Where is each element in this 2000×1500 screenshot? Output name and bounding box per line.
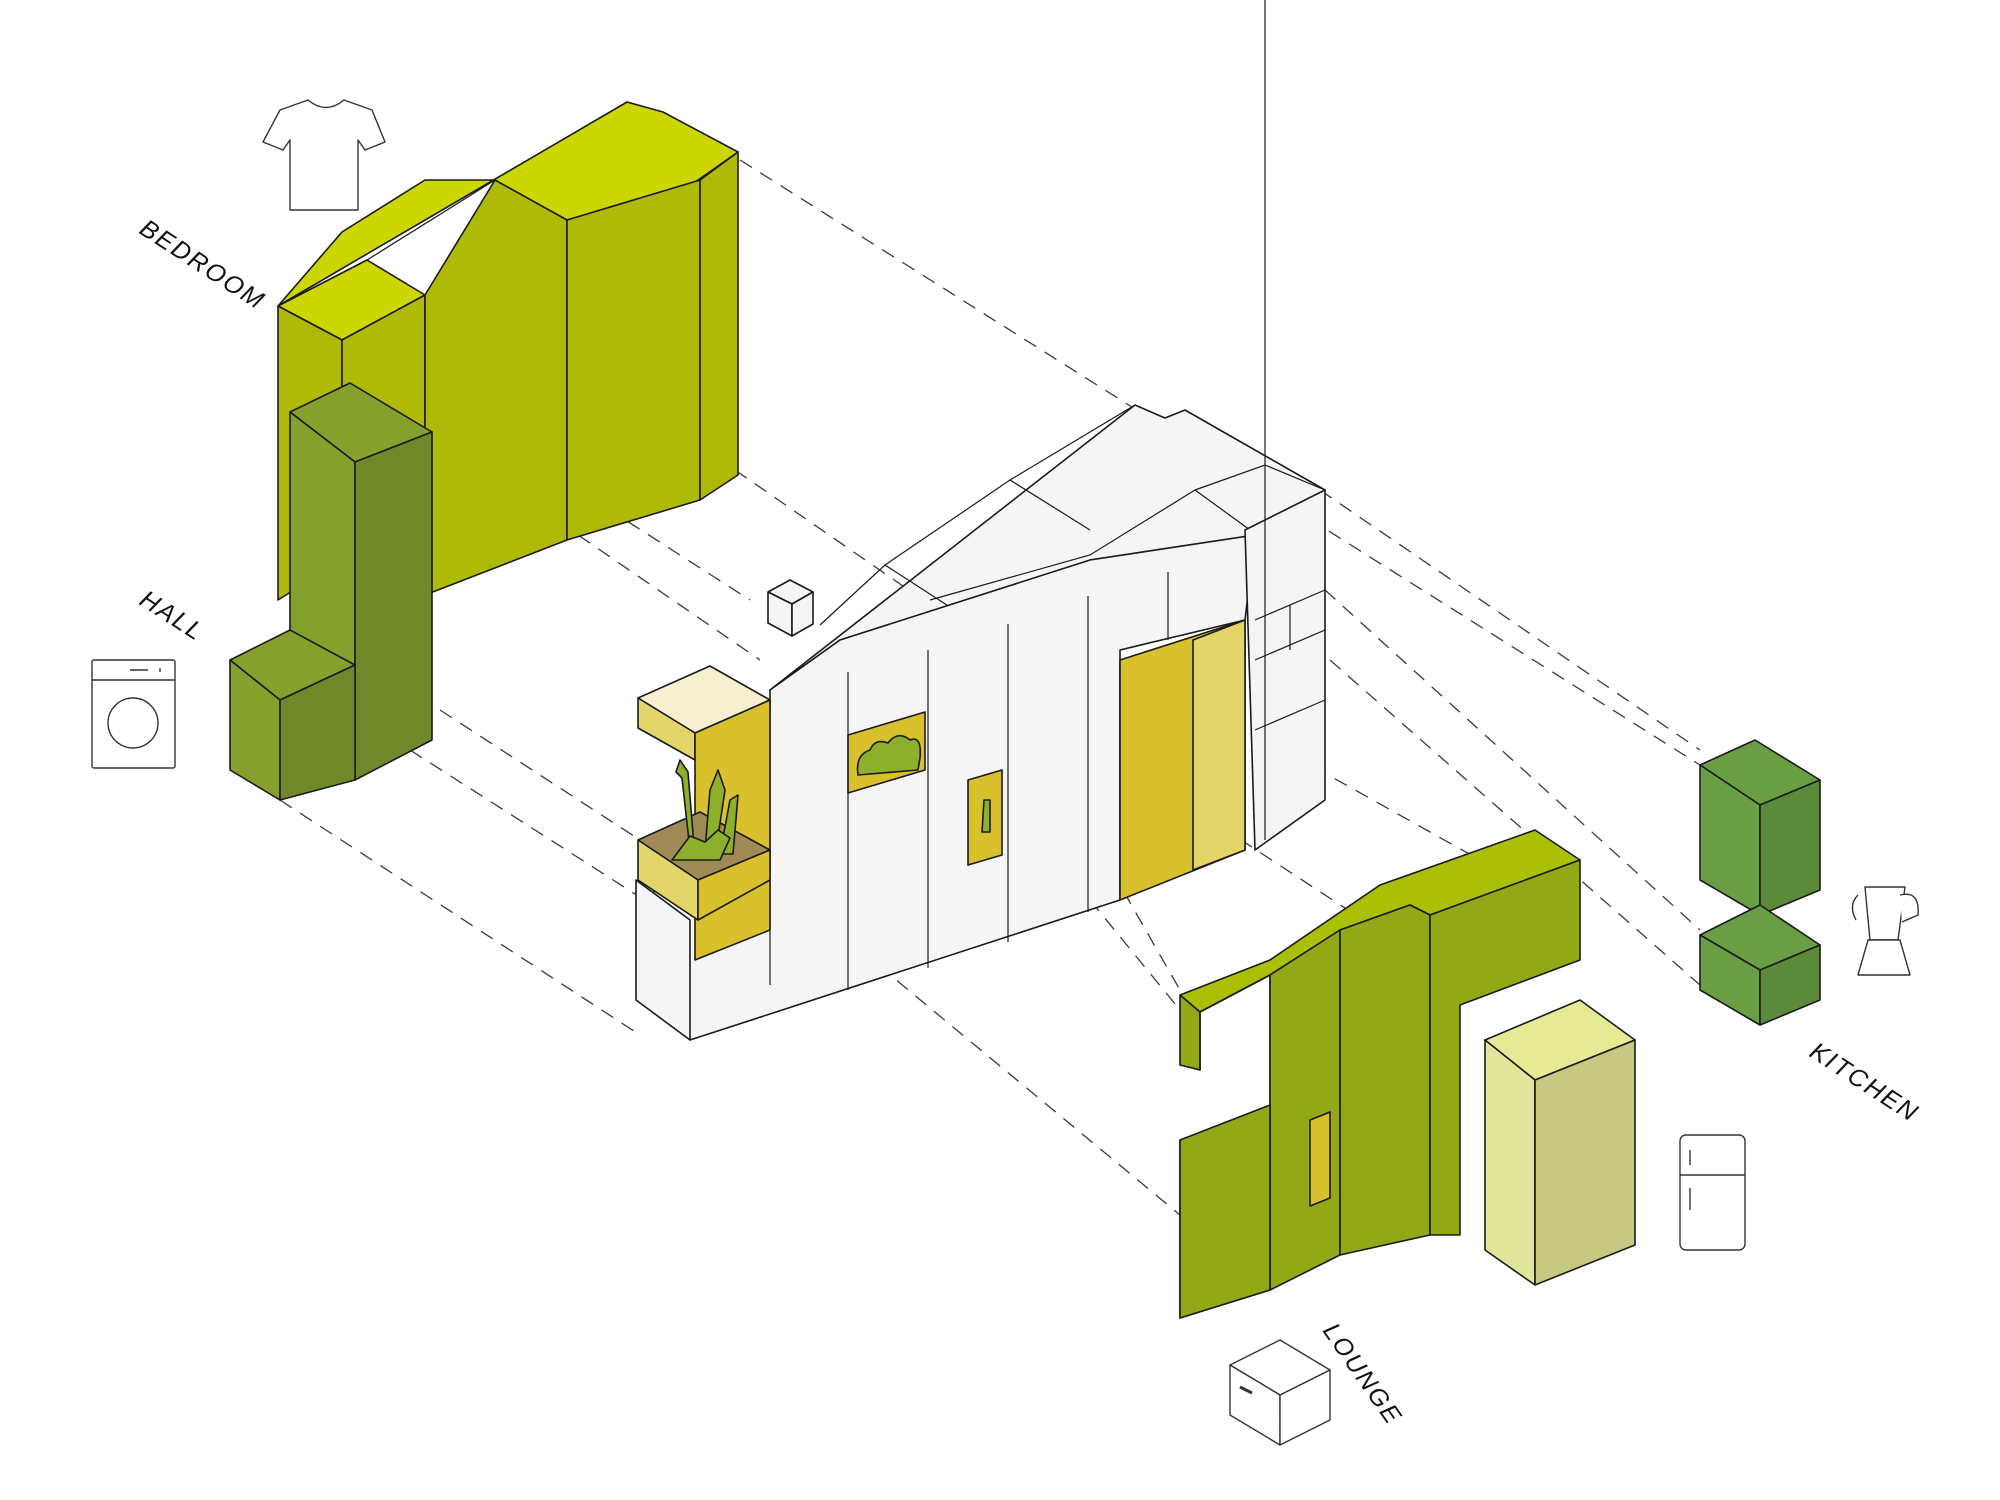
box-icon [1229, 1339, 1331, 1446]
fridge-cabinet [1484, 999, 1636, 1286]
fridge-icon [1679, 1134, 1746, 1251]
cactus-plant-icon [671, 759, 739, 861]
t-shirt-icon [262, 99, 386, 211]
small-cactus-icon [981, 799, 991, 833]
blender-icon [1851, 886, 1919, 976]
fridge-cabinet-side [1534, 1039, 1636, 1286]
core-vent-box-side [791, 591, 814, 637]
core-planter-side [697, 849, 771, 921]
core-doorway-side [1192, 619, 1246, 871]
kitchen-lower-side [1759, 944, 1821, 1026]
lounge-panel-c [1339, 904, 1431, 1256]
washing-machine-icon [91, 659, 176, 769]
lounge-panel-d [1429, 859, 1581, 1236]
kitchen-upper-side [1759, 779, 1821, 916]
hedge-plant-icon [856, 734, 922, 776]
fridge-cabinet-front [1484, 1039, 1536, 1286]
core-right-face [1244, 489, 1326, 851]
core-base-left [635, 879, 691, 1041]
lounge-block [1179, 829, 1581, 1319]
hall-block [229, 382, 433, 801]
bedroom-right-face [699, 151, 739, 501]
lounge-panel-b [1269, 929, 1341, 1291]
core-unit [635, 0, 1326, 1041]
lounge-low-panel [1179, 1104, 1271, 1319]
kitchen-blocks [1699, 739, 1821, 1026]
bedroom-front-b [424, 179, 568, 596]
bedroom-front-c [566, 179, 701, 541]
lounge-slot [1309, 1111, 1331, 1207]
hall-tall-side [354, 431, 433, 781]
hall-low-side [279, 664, 356, 801]
